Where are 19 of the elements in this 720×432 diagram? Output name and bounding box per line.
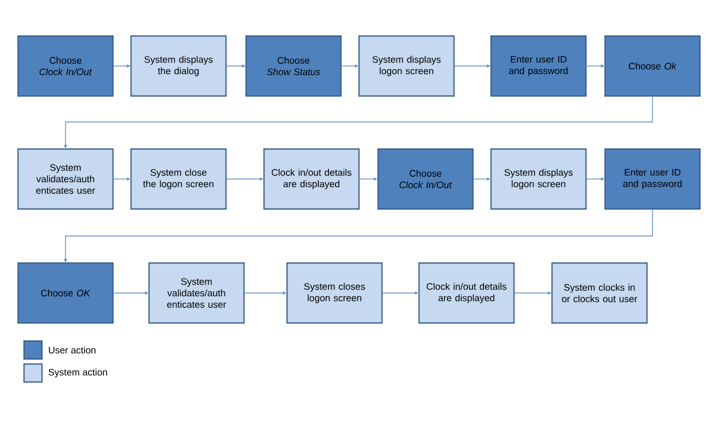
process-box: System close the logon screen [130,148,227,210]
process-box: Choose Ok [604,35,701,97]
process-box: System displays the dialog [130,35,227,97]
process-box: Clock in/out details are displayed [418,262,515,324]
process-box: System validates/auth enticates user [17,148,114,210]
process-box: Enter user ID and password [490,35,587,97]
process-box: System displays logon screen [490,148,587,210]
process-box: Choose OK [17,262,114,324]
process-box: System clocks in or clocks out user [551,262,648,324]
process-box: Clock in/out details are displayed [263,148,360,210]
process-box: Enter user ID and password [604,148,701,210]
process-box: System closes logon screen [286,262,383,324]
legend-label: System action [48,368,108,378]
process-box: System displays logon screen [358,35,455,97]
process-box: System validates/auth enticates user [148,262,245,324]
process-box: Choose Show Status [245,35,342,97]
legend-label: User action [48,346,96,354]
process-box: Choose Clock In/Out [377,148,474,210]
process-box: Choose Clock In/Out [17,35,114,97]
